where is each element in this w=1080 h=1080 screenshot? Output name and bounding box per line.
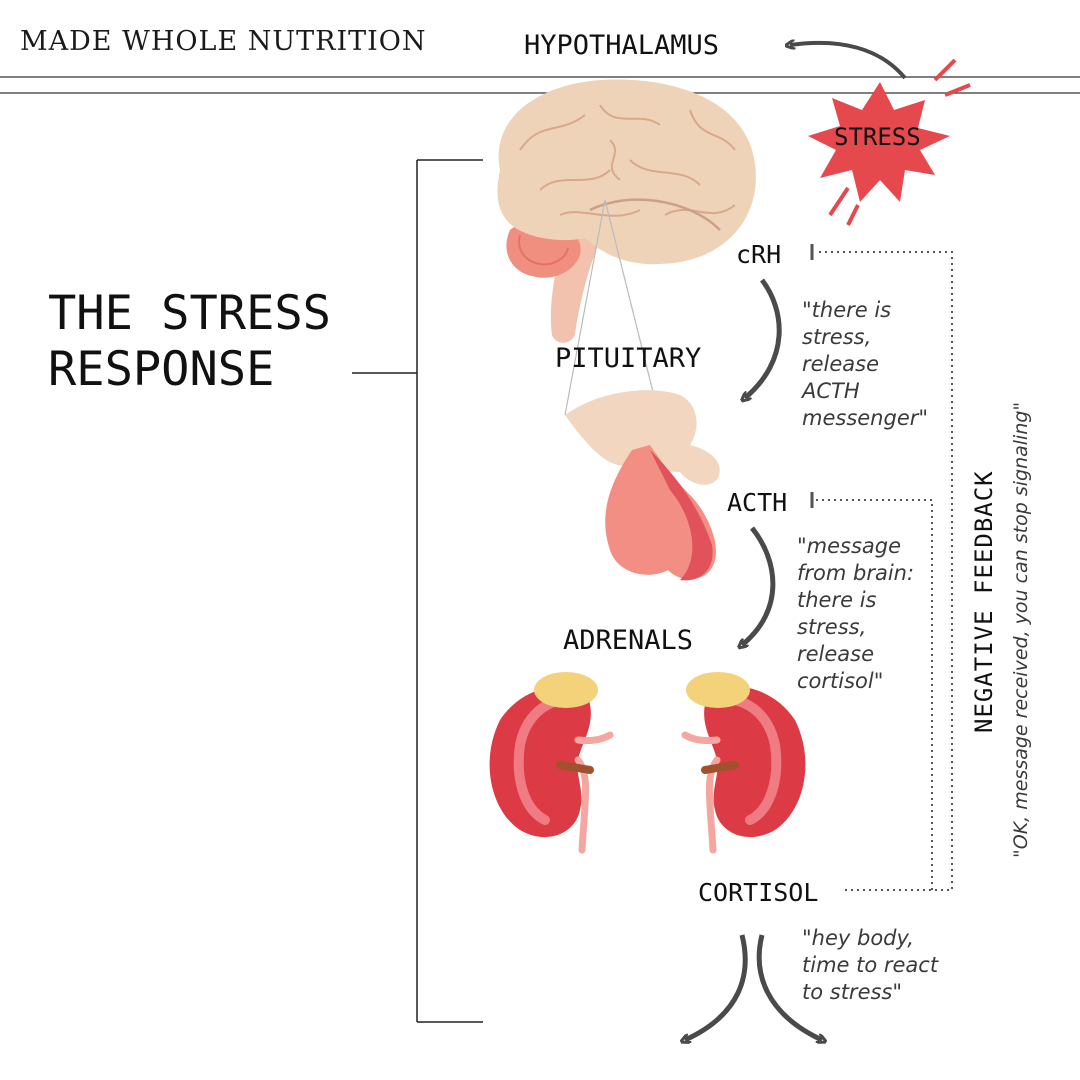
title-line-1: THE STRESS <box>48 286 331 341</box>
page-title: THE STRESS RESPONSE <box>48 286 331 398</box>
brand-name: MADE WHOLE NUTRITION <box>20 26 427 57</box>
bracket <box>352 159 483 1023</box>
negative-feedback-lines <box>815 251 953 891</box>
acth-note-line: from brain: <box>797 561 915 585</box>
acth-to-adrenals-arrow <box>742 526 776 645</box>
cortisol-note-line: "hey body, <box>802 926 914 950</box>
cortisol-note-line: time to react <box>802 953 939 977</box>
acth-note: "message from brain: there is stress, re… <box>797 533 914 695</box>
acth-note-line: "message <box>797 534 902 558</box>
negative-feedback-quote: "OK, message received, you can stop sign… <box>1010 401 1032 858</box>
header-rules <box>0 76 1080 94</box>
stress-burst-icon <box>808 58 971 226</box>
crh-note-line: ACTH <box>802 379 860 403</box>
cortisol-left-arrow <box>685 934 748 1040</box>
hypothalamus-label: HYPOTHALAMUS <box>524 30 720 61</box>
cortisol-label: CORTISOL <box>698 878 819 907</box>
right-kidney-illustration <box>681 672 806 854</box>
crh-note: "there is stress, release ACTH messenger… <box>802 297 928 432</box>
negative-feedback-heading: NEGATIVE FEEDBACK <box>970 470 998 733</box>
acth-note-line: release <box>797 642 875 666</box>
zoom-lines <box>564 199 656 416</box>
acth-note-line: there is <box>797 588 877 612</box>
cortisol-note: "hey body, time to react to stress" <box>802 925 938 1006</box>
cortisol-right-arrow <box>756 934 822 1040</box>
title-line-2: RESPONSE <box>48 342 275 397</box>
crh-note-line: release <box>802 352 880 376</box>
cortisol-note-line: to stress" <box>802 980 903 1004</box>
pituitary-label: PITUITARY <box>555 343 702 374</box>
crh-label: cRH <box>736 240 782 269</box>
acth-note-line: stress, <box>797 615 867 639</box>
stress-label: STRESS <box>834 123 921 151</box>
crh-note-line: stress, <box>802 325 872 349</box>
pituitary-illustration <box>565 390 720 581</box>
left-kidney-illustration <box>489 672 614 854</box>
acth-note-line: cortisol" <box>797 669 884 693</box>
brain-illustration <box>497 79 756 343</box>
acth-label: ACTH <box>727 488 788 517</box>
stress-to-hypothalamus-arrow <box>790 43 907 80</box>
crh-to-pituitary-arrow <box>745 278 782 398</box>
adrenals-label: ADRENALS <box>563 625 694 656</box>
crh-note-line: "there is <box>802 298 892 322</box>
crh-note-line: messenger" <box>802 406 929 430</box>
